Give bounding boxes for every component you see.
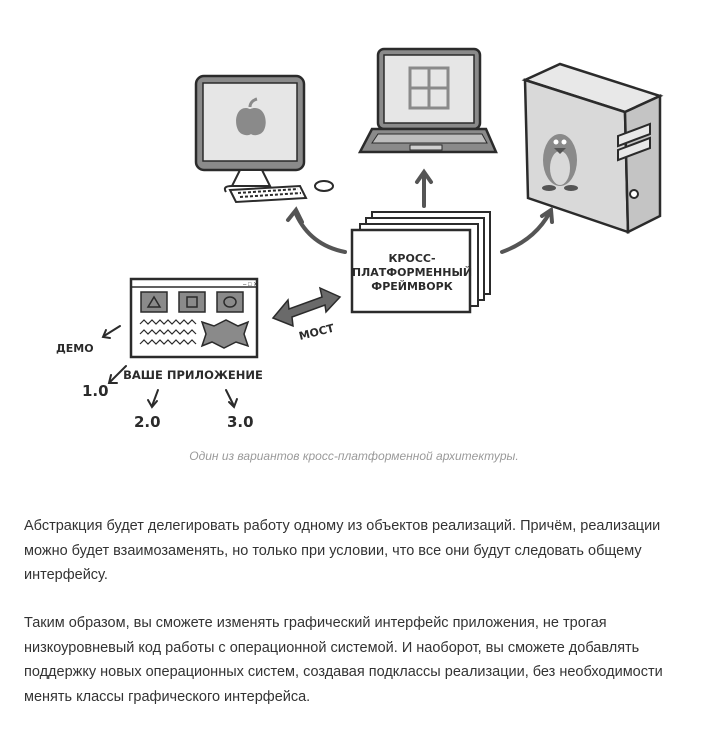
bridge-label: МОСТ: [298, 321, 336, 342]
laptop-illustration: [357, 47, 498, 154]
linux-penguin-icon: [542, 134, 578, 191]
arrow-to-desktop-head: [286, 206, 304, 224]
version-arrows: [101, 325, 238, 409]
windows-logo-icon: [408, 66, 450, 110]
architecture-figure: КРОСС- ПЛАТФОРМЕННЫЙ ФРЕЙМВОРК МОСТ – □ …: [56, 47, 664, 431]
paragraph-consequences: Таким образом, вы сможете изменять графи…: [24, 615, 663, 705]
demo-label: ДЕМО: [56, 342, 94, 355]
framework-stack: КРОСС- ПЛАТФОРМЕННЫЙ ФРЕЙМВОРК: [350, 211, 491, 314]
arrow-to-desktop: [294, 212, 347, 254]
arrow-to-tower: [500, 210, 552, 254]
triangle-icon: [146, 295, 162, 308]
framework-label-line1: КРОСС-: [388, 252, 435, 265]
tower-computer-illustration: [521, 62, 664, 234]
keyboard-illustration: [228, 184, 308, 204]
framework-label-line3: ФРЕЙМВОРК: [371, 280, 452, 293]
apple-logo-icon: [236, 97, 266, 136]
paragraph-abstraction: Абстракция будет делегировать работу одн…: [24, 518, 661, 583]
app-label: ВАШЕ ПРИЛОЖЕНИЕ: [123, 368, 263, 382]
arrow-to-laptop-head: [415, 168, 433, 184]
version-2-label: 2.0: [134, 413, 161, 431]
mouse-illustration: [314, 180, 334, 192]
arrow-to-tower-head: [540, 206, 554, 224]
version-1-label: 1.0: [82, 382, 109, 400]
version-3-label: 3.0: [227, 413, 254, 431]
app-window-illustration: – □ ✕ ВАШЕ ПРИЛОЖЕНИЕ: [123, 277, 263, 382]
desktop-computer-illustration: [194, 74, 334, 204]
square-icon: [186, 296, 198, 308]
framework-arrows: [286, 168, 554, 254]
bridge-arrow: МОСТ: [271, 286, 342, 343]
circle-icon: [223, 296, 237, 308]
window-controls-icon: – □ ✕: [243, 282, 258, 288]
image-placeholder-icon: [200, 319, 250, 349]
framework-label-line2: ПЛАТФОРМЕННЫЙ: [352, 266, 472, 279]
figure-caption: Один из вариантов кросс-платформенной ар…: [189, 449, 519, 463]
